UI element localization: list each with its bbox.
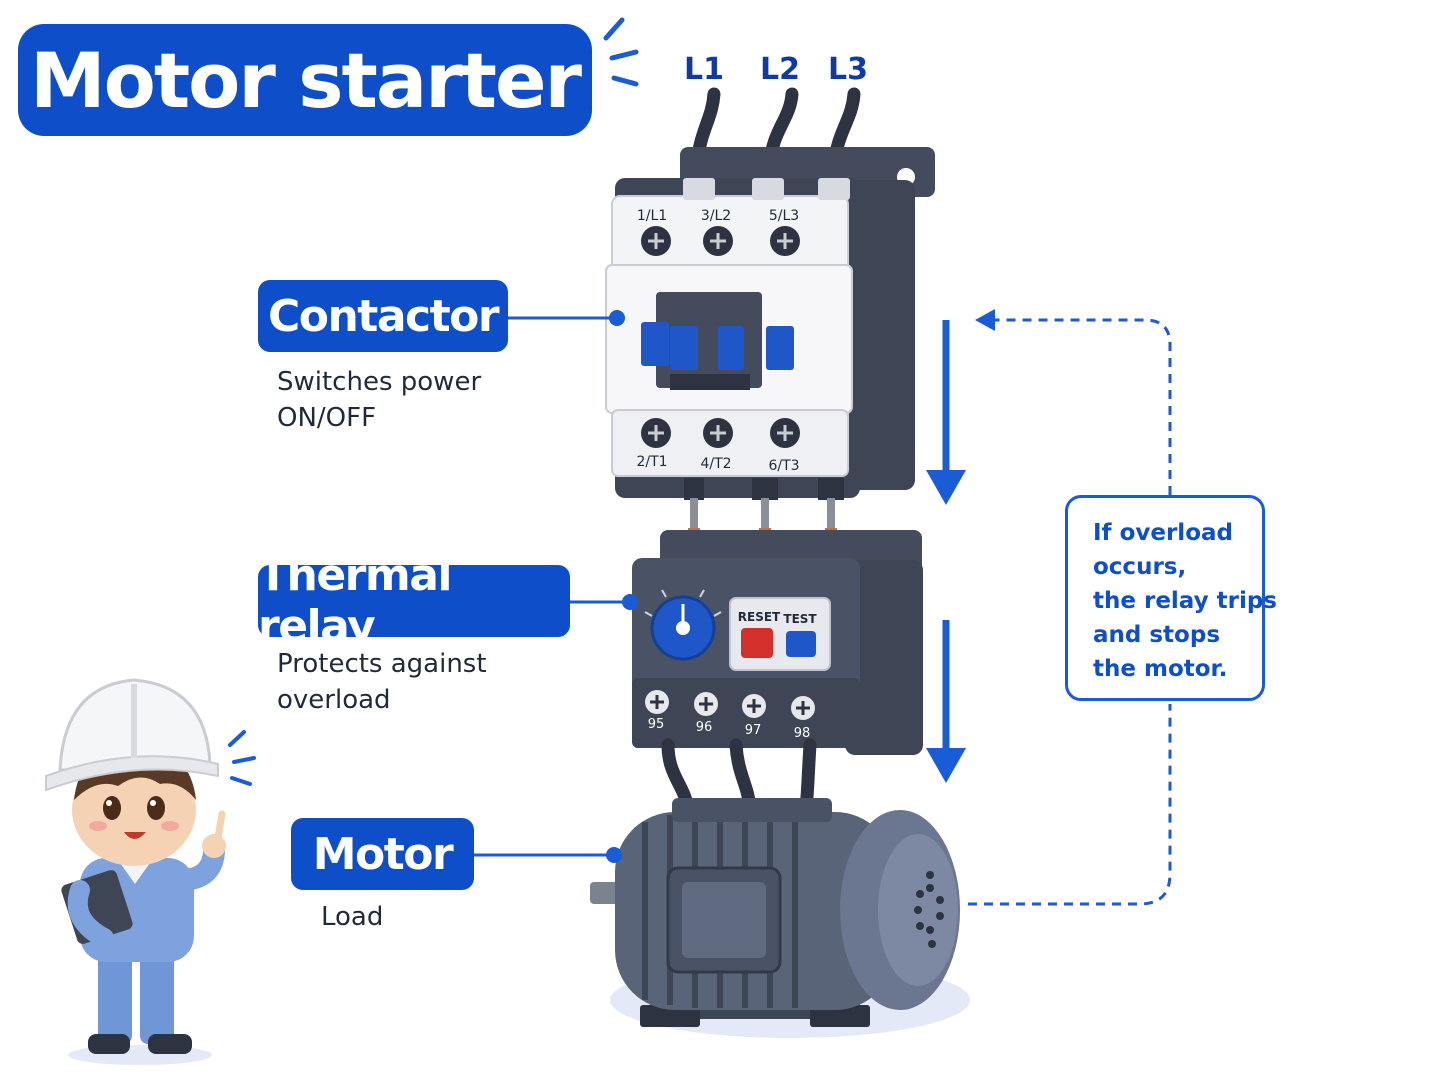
aux-terminal-label: 98 [794, 726, 811, 741]
contactor-label: Contactor [258, 280, 508, 352]
contactor-description: Switches power ON/OFF [277, 364, 481, 436]
description-line: Switches power [277, 367, 482, 397]
feedback-arrow-head [975, 309, 995, 331]
description-line: ON/OFF [277, 403, 377, 433]
phase-label-l1: L1 [684, 52, 724, 87]
note-line: and stops [1093, 622, 1221, 648]
dashed-feedback-arrow-icon [968, 318, 1172, 906]
description-line: Load [321, 902, 384, 932]
reset-label: RESET [738, 610, 781, 624]
aux-terminal-label: 95 [648, 717, 665, 732]
test-label: TEST [783, 612, 817, 626]
note-line: If overload [1093, 520, 1233, 546]
phase-label-l2: L2 [760, 52, 800, 87]
arrow-down-icon [926, 620, 966, 783]
note-line: occurs, [1093, 554, 1187, 580]
motor-label: Motor [291, 818, 474, 890]
contactor-terminal-label: 6/T3 [768, 458, 799, 474]
test-button[interactable] [786, 631, 816, 657]
contactor-device: 1/L1 3/L2 5/L3 2/T1 4/T2 6/T3 [605, 147, 935, 498]
motor-device [590, 798, 970, 1038]
description-line: Protects against [277, 649, 487, 679]
connector-dots [606, 310, 638, 863]
title-spark-icon [603, 17, 639, 87]
note-line: the relay trips [1093, 588, 1277, 614]
contactor-terminal-label: 1/L1 [637, 208, 667, 224]
arrow-down-icon [926, 320, 966, 505]
page-title: Motor starter [18, 24, 592, 136]
reset-button[interactable] [741, 628, 773, 658]
motor-description: Load [321, 899, 383, 935]
contactor-terminal-label: 2/T1 [636, 454, 667, 470]
note-line: the motor. [1093, 656, 1228, 682]
contactor-terminal-label: 5/L3 [769, 208, 799, 224]
description-line: overload [277, 685, 391, 715]
engineer-character-icon [45, 678, 256, 1065]
phase-label-l3: L3 [828, 52, 868, 87]
contactor-terminal-label: 4/T2 [700, 456, 731, 472]
label-connectors [474, 316, 628, 857]
thermal-relay-description: Protects against overload [277, 646, 487, 718]
thermal-relay-label: Thermal relay [258, 550, 570, 652]
aux-terminal-label: 96 [696, 720, 713, 735]
thermal-relay-device: RESET TEST 95 96 97 98 [632, 530, 923, 755]
aux-terminal-label: 97 [745, 723, 762, 738]
overload-note: If overload occurs, the relay trips and … [1065, 495, 1277, 701]
contactor-terminal-label: 3/L2 [701, 208, 731, 224]
